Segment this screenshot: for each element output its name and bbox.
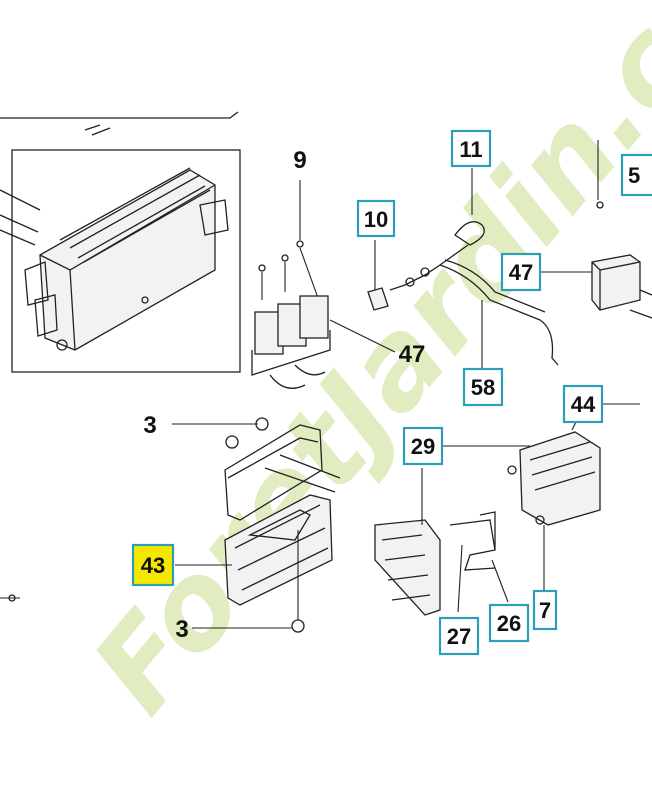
control-unit-frame bbox=[11, 149, 241, 373]
callout-box bbox=[562, 384, 604, 424]
callout-label: 10 bbox=[364, 207, 388, 232]
control-unit bbox=[39, 169, 216, 351]
watermark: ForetJardin.com bbox=[66, 0, 652, 738]
callout-box bbox=[488, 603, 530, 643]
callout-10[interactable]: 10 bbox=[356, 199, 396, 238]
callout-43[interactable]: 43 bbox=[131, 543, 175, 587]
watermark-text: ForetJardin.com bbox=[66, 0, 652, 738]
callout-label: 3 bbox=[175, 616, 188, 643]
callout-box bbox=[438, 616, 480, 656]
callout-label: 5 bbox=[628, 163, 640, 188]
callout-box bbox=[532, 589, 558, 631]
callout-box bbox=[462, 367, 504, 407]
callout-label: 27 bbox=[447, 624, 471, 649]
callout-label: 47 bbox=[509, 260, 533, 285]
callout-label: 7 bbox=[539, 598, 551, 623]
callout-label: 9 bbox=[293, 147, 306, 174]
callout-box bbox=[450, 129, 492, 168]
callout-label: 47 bbox=[399, 341, 426, 368]
callout-label: 58 bbox=[471, 375, 495, 400]
callout-box-highlight bbox=[131, 543, 175, 587]
callout-47-right[interactable]: 47 bbox=[500, 252, 542, 292]
callout-label: 26 bbox=[497, 611, 521, 636]
callout-label: 43 bbox=[141, 553, 165, 578]
callout-9[interactable]: 9 bbox=[293, 147, 306, 174]
control-unit-group bbox=[0, 111, 241, 373]
callout-27[interactable]: 27 bbox=[438, 616, 480, 656]
callout-58[interactable]: 58 bbox=[462, 367, 504, 407]
callout-box bbox=[620, 153, 652, 197]
callout-label: 3 bbox=[143, 412, 156, 439]
callout-26[interactable]: 26 bbox=[488, 603, 530, 643]
callout-label: 44 bbox=[571, 392, 596, 417]
relay-block bbox=[251, 180, 396, 389]
callout-11[interactable]: 11 bbox=[450, 129, 492, 168]
callout-47-left[interactable]: 47 bbox=[399, 341, 426, 368]
relay-right-group bbox=[538, 140, 652, 319]
callout-29[interactable]: 29 bbox=[402, 426, 444, 466]
callout-5[interactable]: 5 bbox=[620, 153, 652, 197]
callout-44[interactable]: 44 bbox=[562, 384, 604, 424]
callout-box bbox=[356, 199, 396, 238]
callout-label: 11 bbox=[459, 137, 482, 162]
callout-label: 29 bbox=[411, 434, 435, 459]
callout-7[interactable]: 7 bbox=[532, 589, 558, 631]
callout-box bbox=[500, 252, 542, 292]
fuse-box-group bbox=[374, 403, 640, 616]
callout-box bbox=[402, 426, 444, 466]
fuse-cable-group bbox=[367, 168, 559, 372]
bracket-module-group bbox=[0, 417, 341, 633]
callout-3-bottom[interactable]: 3 bbox=[175, 616, 188, 643]
callout-3-top[interactable]: 3 bbox=[143, 412, 156, 439]
